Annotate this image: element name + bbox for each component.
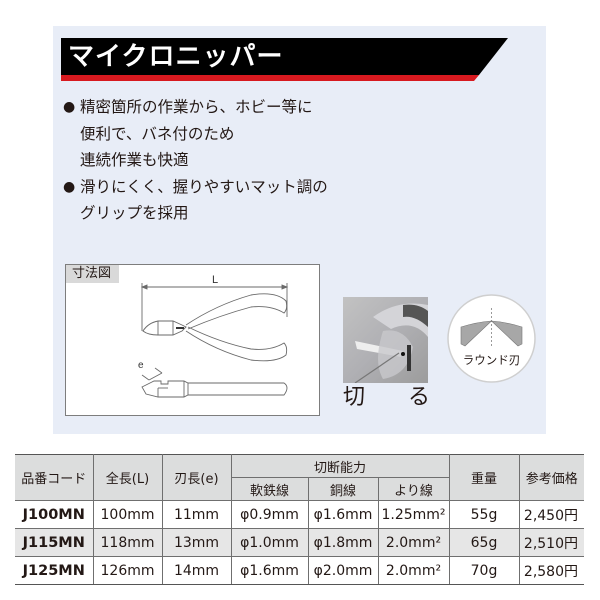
header-cutting-capacity: 切断能力 — [230, 454, 450, 478]
feature-line: グリップを採用 — [80, 204, 189, 222]
photo-caption-cut: 切 — [343, 385, 366, 410]
dimension-diagram: L e 寸法図 — [65, 264, 320, 416]
cell-copper: φ2.0mm — [307, 556, 379, 585]
nipper-photo-icon — [343, 297, 428, 383]
title-banner — [61, 37, 508, 81]
cell-weight: 70g — [448, 556, 520, 585]
cell-blade-length: 11mm — [161, 500, 232, 529]
cell-soft-iron: φ1.6mm — [230, 556, 309, 585]
pliers-drawing-icon: L e — [138, 274, 289, 398]
table-row: J115MN 118mm 13mm φ1.0mm φ1.8mm 2.0mm² 6… — [15, 528, 584, 557]
length-label: L — [212, 274, 218, 286]
feature-line: 滑りにくく、握りやすいマット調の — [80, 177, 328, 196]
cell-price: 2,580円 — [518, 556, 584, 585]
photo-caption-ru: る — [408, 385, 431, 410]
cell-code: J100MN — [15, 500, 94, 529]
feature-line: 便利で、バネ付のため — [80, 124, 235, 143]
cell-soft-iron: φ1.0mm — [230, 528, 309, 557]
cell-length: 100mm — [92, 500, 163, 529]
cell-blade-length: 13mm — [161, 528, 232, 557]
feature-item: ● 精密箇所の作業から、ホビー等に 便利で、バネ付のため 連続作業も快適 — [63, 94, 328, 174]
round-blade-badge — [447, 294, 536, 383]
spec-table: 品番コード 全長(L) 刃長(e) 切断能力 重量 参考価格 軟鉄線 銅線 より… — [15, 454, 584, 585]
table-header-row: 品番コード 全長(L) 刃長(e) 切断能力 重量 参考価格 — [15, 454, 584, 501]
cell-length: 126mm — [92, 556, 163, 585]
product-title: マイクロニッパー — [68, 42, 284, 72]
cell-weight: 55g — [448, 500, 520, 529]
cell-copper: φ1.8mm — [307, 528, 379, 557]
round-blade-icon — [447, 294, 536, 383]
cutting-photo — [343, 297, 428, 383]
cell-stranded: 1.25mm² — [377, 500, 450, 529]
cell-blade-length: 14mm — [161, 556, 232, 585]
header-soft-iron: 軟鉄線 — [231, 477, 309, 501]
cell-code: J115MN — [15, 528, 94, 557]
title-banner-shape — [61, 38, 508, 81]
header-code: 品番コード — [15, 454, 94, 501]
cell-price: 2,510円 — [518, 528, 584, 557]
cell-soft-iron: φ0.9mm — [230, 500, 309, 529]
cell-weight: 65g — [448, 528, 520, 557]
diagram-label: 寸法図 — [66, 265, 120, 283]
round-blade-label: ラウンド刃 — [462, 353, 521, 367]
bullet-icon: ● — [63, 178, 76, 195]
header-length: 全長(L) — [92, 454, 163, 501]
feature-list: ● 精密箇所の作業から、ホビー等に 便利で、バネ付のため 連続作業も快適 ● 滑… — [63, 94, 328, 227]
cell-copper: φ1.6mm — [307, 500, 379, 529]
header-weight: 重量 — [448, 454, 520, 501]
feature-line: 連続作業も快適 — [80, 151, 189, 169]
cell-code: J125MN — [15, 556, 94, 585]
feature-item: ● 滑りにくく、握りやすいマット調の グリップを採用 — [63, 174, 328, 227]
table-row: J100MN 100mm 11mm φ0.9mm φ1.6mm 1.25mm² … — [15, 500, 584, 529]
cell-stranded: 2.0mm² — [377, 528, 450, 557]
header-blade-length: 刃長(e) — [161, 454, 232, 501]
feature-line: 精密箇所の作業から、ホビー等に — [80, 98, 313, 116]
cell-length: 118mm — [92, 528, 163, 557]
table-subheader-row: 軟鉄線 銅線 より線 — [15, 477, 584, 501]
header-stranded: より線 — [377, 477, 449, 501]
bullet-icon: ● — [63, 99, 76, 115]
header-copper: 銅線 — [307, 477, 379, 501]
cell-stranded: 2.0mm² — [377, 556, 450, 585]
table-row: J125MN 126mm 14mm φ1.6mm φ2.0mm 2.0mm² 7… — [15, 556, 584, 585]
cell-price: 2,450円 — [518, 500, 584, 529]
header-price: 参考価格 — [518, 454, 584, 501]
blade-length-label: e — [138, 360, 144, 371]
